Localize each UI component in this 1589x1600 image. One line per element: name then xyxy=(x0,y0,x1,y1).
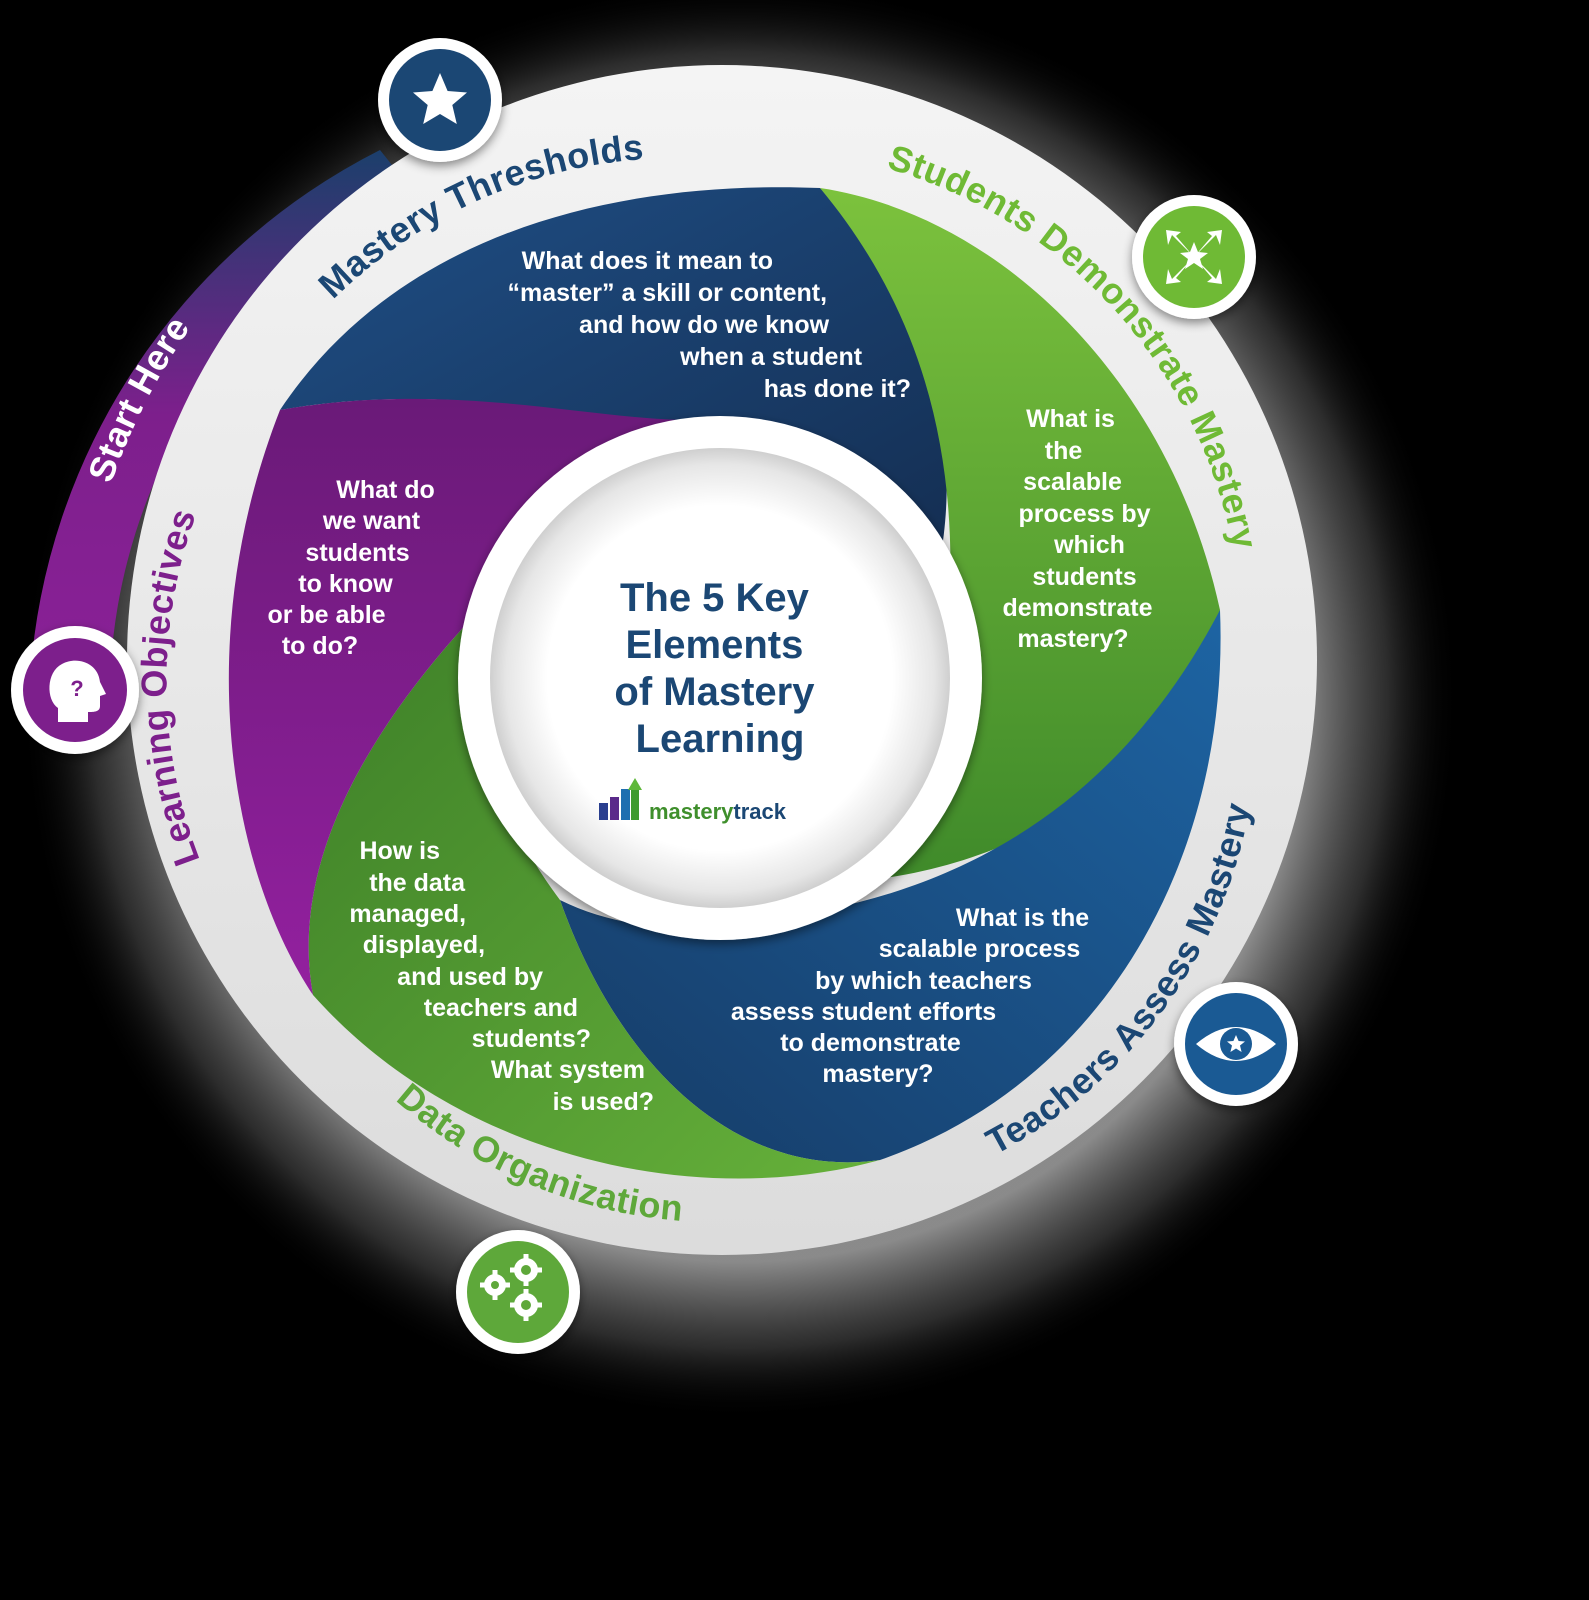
segment-teachers-assess xyxy=(560,610,1221,1163)
segment-data-organization xyxy=(308,620,881,1179)
eye-icon xyxy=(1196,1027,1276,1061)
hub-inner xyxy=(490,448,950,908)
brand-part-1: mastery xyxy=(649,799,734,824)
star-icon xyxy=(413,73,467,124)
title-line-2: Elements xyxy=(626,623,804,667)
badge-students-demonstrate xyxy=(1132,195,1256,319)
question-data-organization: How is the data managed, displayed, and … xyxy=(349,837,654,1116)
segment-students-demonstrate xyxy=(820,188,1220,880)
question-learning-objectives: What do we want students to know or be a… xyxy=(267,476,441,660)
title-line-1: The 5 Key xyxy=(620,576,810,620)
svg-text:?: ? xyxy=(70,676,83,701)
badge-learning-objectives: ? xyxy=(11,626,139,754)
title-line-3: of Mastery xyxy=(614,670,815,714)
logo-mark-icon xyxy=(599,778,642,820)
segment-mastery-thresholds xyxy=(280,187,947,560)
center-title: The 5 Key Elements of Mastery Learning xyxy=(614,576,825,761)
segment-learning-objectives xyxy=(228,398,690,995)
gears-icon xyxy=(480,1254,542,1321)
segments xyxy=(228,187,1221,1179)
brand-part-2: track xyxy=(733,799,786,824)
title-line-4: Learning xyxy=(636,717,805,761)
badge-teachers-assess xyxy=(1174,982,1298,1106)
question-mastery-thresholds: What does it mean to “master” a skill or… xyxy=(508,247,912,403)
badge-data-organization xyxy=(456,1230,580,1354)
brand-text: masterytrack xyxy=(649,799,787,824)
question-teachers-assess: What is the scalable process by which te… xyxy=(731,904,1096,1088)
badge-mastery-thresholds xyxy=(378,38,502,162)
expand-arrows-icon xyxy=(1166,230,1222,284)
head-question-icon: ? xyxy=(49,660,106,722)
start-here-band xyxy=(30,150,420,680)
question-students-demonstrate: What is the scalable process by which st… xyxy=(1003,405,1160,653)
masterytrack-logo: masterytrack xyxy=(599,778,787,824)
